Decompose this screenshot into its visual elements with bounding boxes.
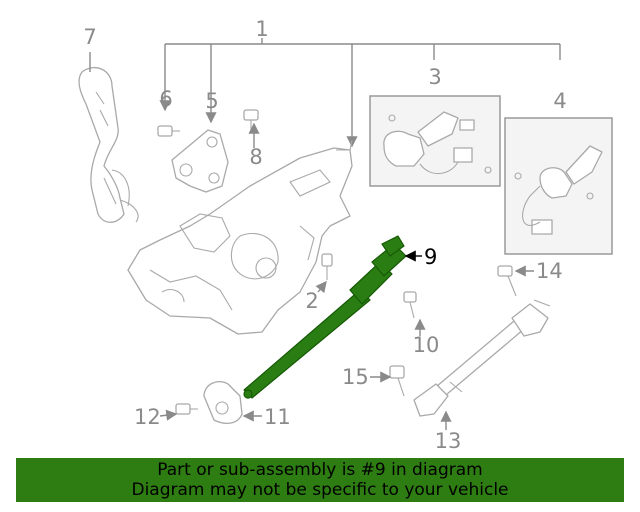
callout-5: 5 bbox=[205, 89, 218, 113]
part-11-boot bbox=[203, 381, 243, 425]
part-3-box bbox=[369, 95, 501, 187]
banner-line-1: Part or sub-assembly is #9 in diagram bbox=[157, 460, 483, 480]
leader-lines bbox=[89, 52, 534, 430]
part-6-bolt bbox=[157, 125, 180, 137]
callout-1-bracket bbox=[159, 38, 561, 148]
callout-13: 13 bbox=[435, 429, 462, 453]
callout-11: 11 bbox=[264, 405, 291, 429]
callout-10: 10 bbox=[413, 333, 440, 357]
part-1-column-assembly bbox=[127, 139, 353, 335]
callout-15: 15 bbox=[342, 365, 369, 389]
part-2-bolt bbox=[321, 253, 333, 280]
callout-14: 14 bbox=[536, 259, 563, 283]
banner-line-2: Diagram may not be specific to your vehi… bbox=[131, 480, 509, 500]
part-14-bolt bbox=[497, 265, 517, 297]
callout-12: 12 bbox=[134, 405, 161, 429]
part-4-box bbox=[504, 117, 613, 255]
part-9-steering-shaft bbox=[243, 235, 407, 399]
part-5-bracket bbox=[171, 129, 229, 193]
callout-7: 7 bbox=[83, 25, 96, 49]
callout-6: 6 bbox=[159, 87, 172, 111]
part-7-column-cover bbox=[78, 67, 139, 223]
part-15-bolt bbox=[389, 365, 405, 397]
part-8-bolt bbox=[243, 109, 259, 130]
part-13-intermediate-shaft bbox=[413, 299, 551, 417]
callout-3: 3 bbox=[428, 65, 441, 89]
callout-4: 4 bbox=[553, 89, 566, 113]
info-banner: Part or sub-assembly is #9 in diagram Di… bbox=[16, 458, 624, 502]
part-10-bolt bbox=[403, 291, 417, 319]
callout-8: 8 bbox=[249, 145, 262, 169]
part-12-bolt bbox=[175, 403, 198, 415]
parts-diagram: 1 7 6 5 8 3 4 9 14 2 10 15 12 11 13 bbox=[78, 17, 613, 453]
callout-9: 9 bbox=[424, 245, 437, 269]
callout-1: 1 bbox=[255, 17, 268, 41]
callout-2: 2 bbox=[305, 289, 318, 313]
